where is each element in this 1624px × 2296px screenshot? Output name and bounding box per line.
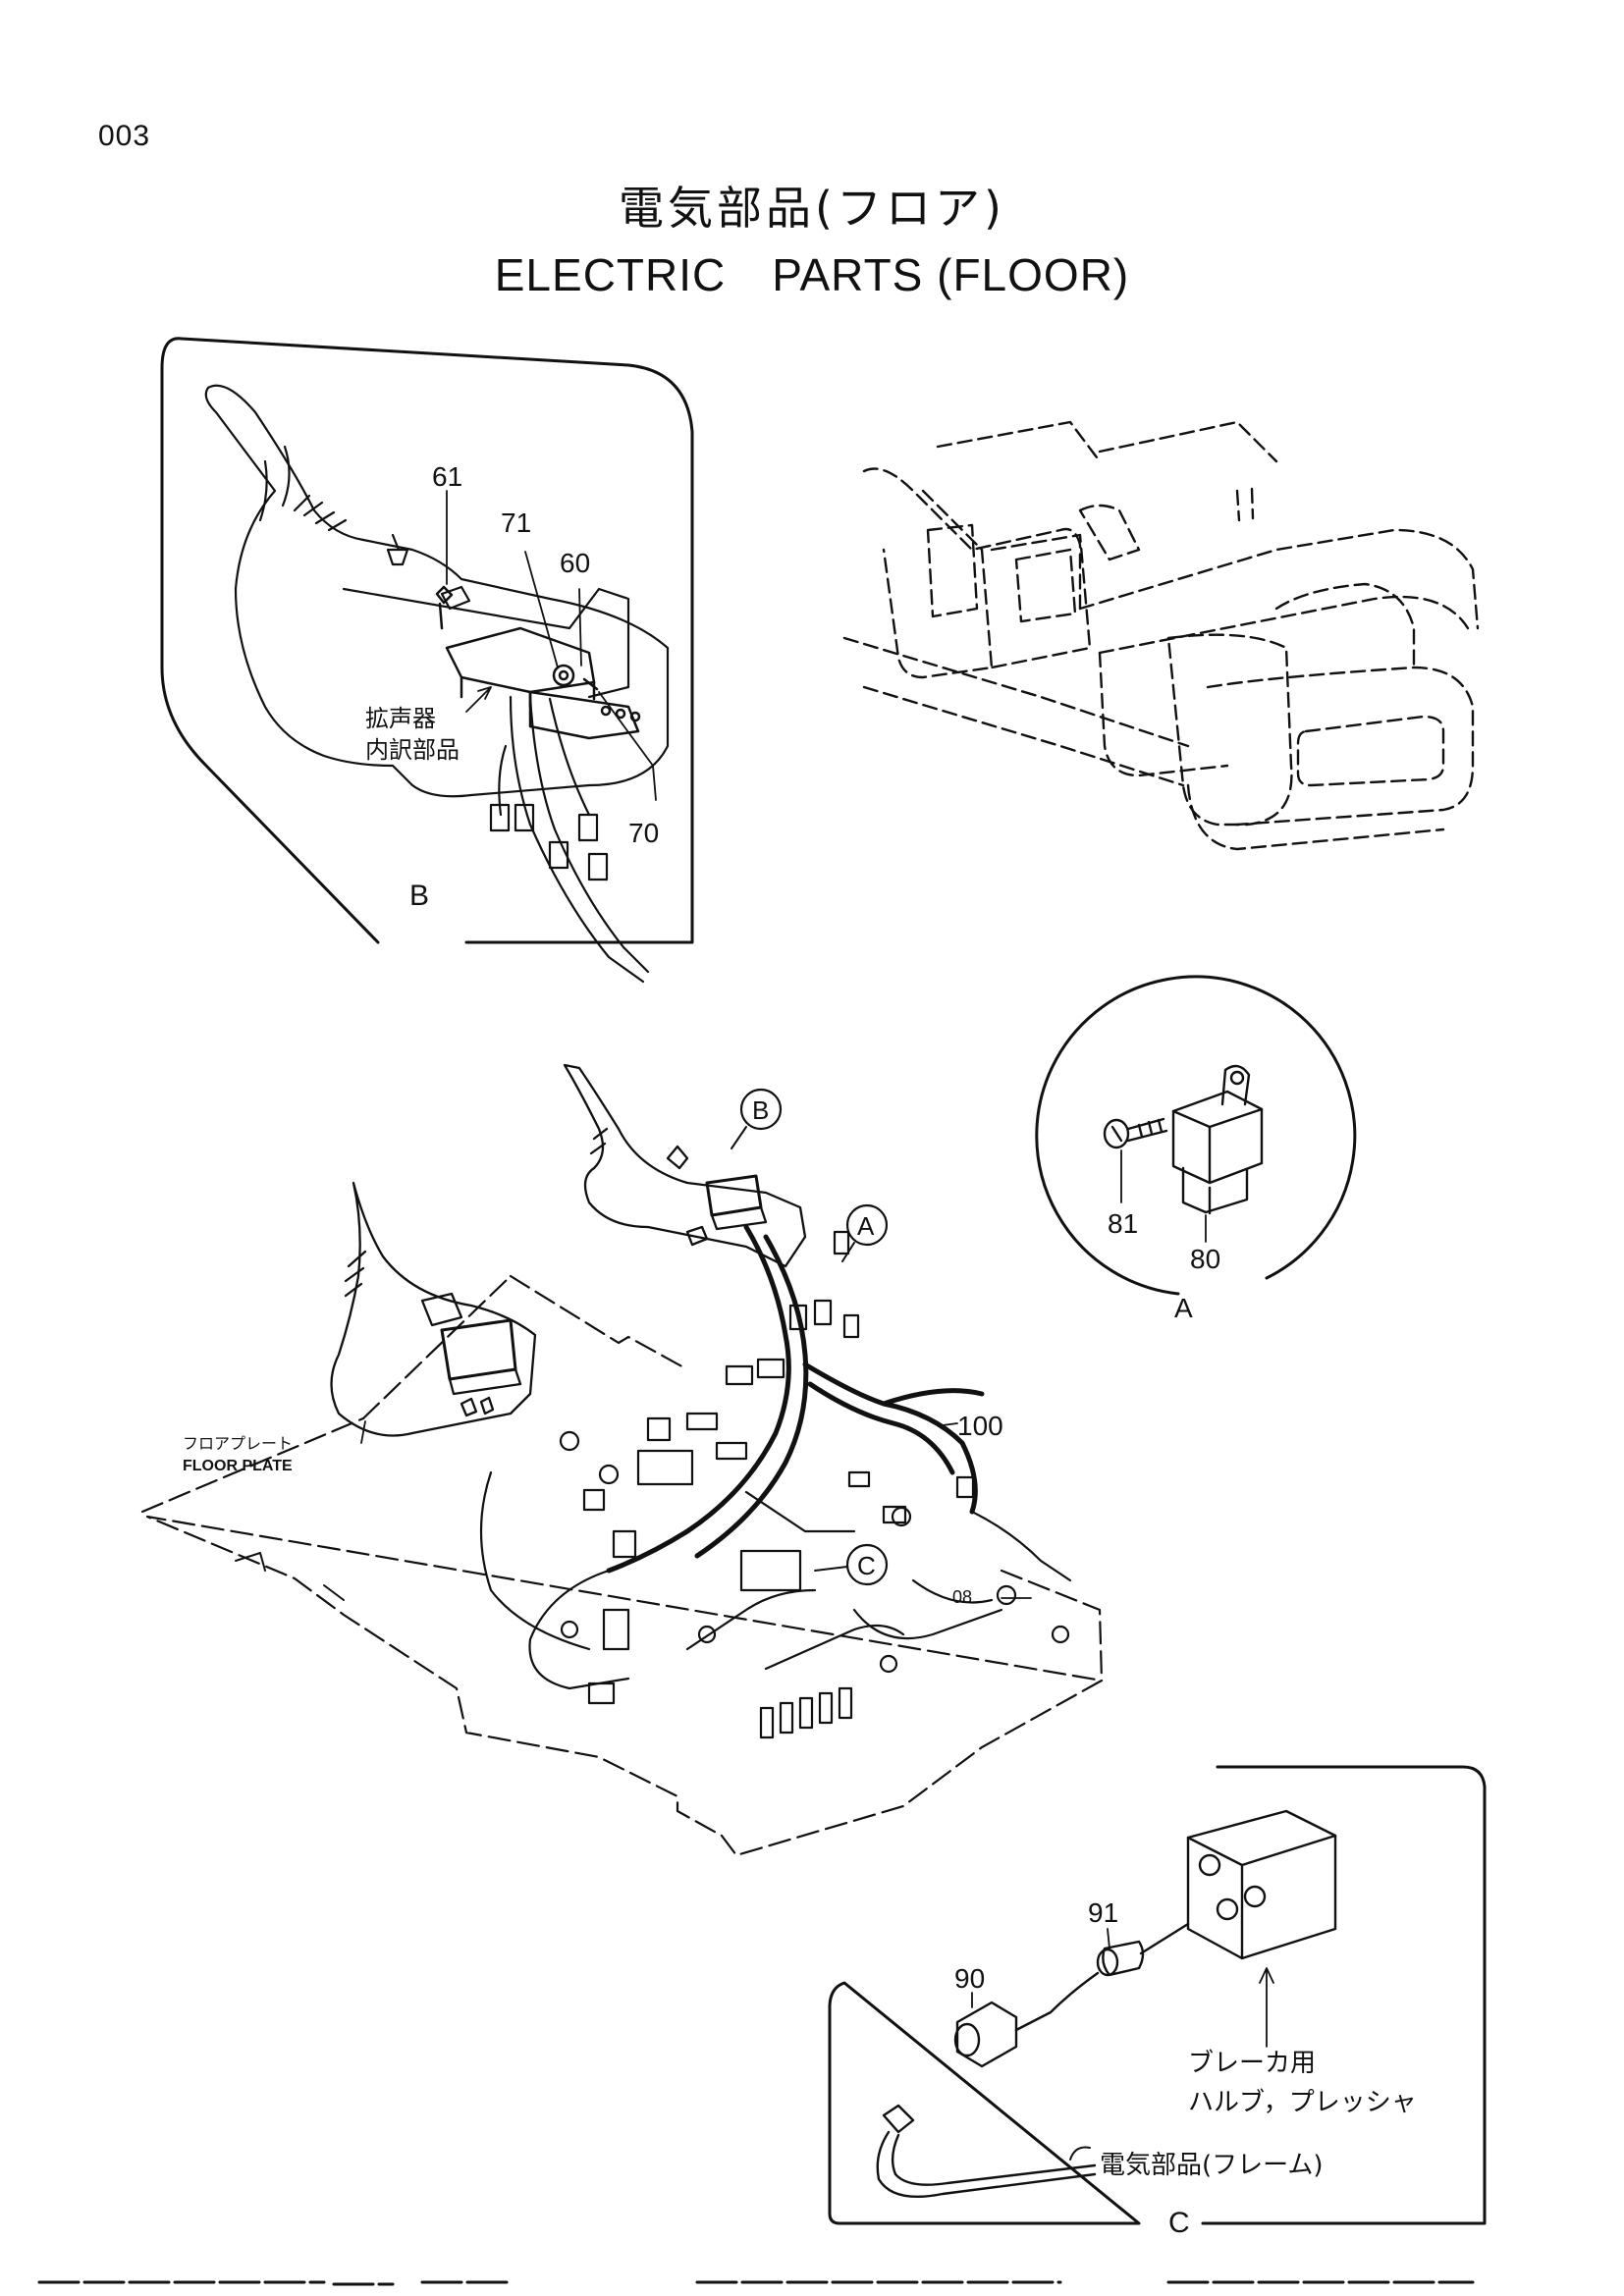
detail-a-panel: A 81 80 (1035, 975, 1357, 1323)
loudspeaker-assembly (435, 585, 641, 740)
reference-marker-b: B (731, 1088, 783, 1149)
detail-c-border (828, 1765, 1487, 2225)
valve-note-line1: ブレーカ用 (1188, 2049, 1316, 2078)
page-number: 003 (98, 120, 151, 152)
callout-90: 90 (954, 1963, 985, 1994)
detail-c-panel: C (828, 1765, 1487, 2239)
loudspeaker-note-line1: 拡声器 (365, 705, 436, 732)
harness-connectors (559, 1230, 1070, 1739)
loudspeaker-note-line2: 内訳部品 (365, 736, 460, 764)
callout-81: 81 (1108, 1208, 1138, 1239)
valve-note-line2: ハルブ，プレッシャ (1188, 2088, 1417, 2117)
floor-plate-outline (140, 1274, 1104, 1857)
main-assembly-view: B A C 100 08 フロアプレート FLOOR PLATE (140, 1063, 1104, 1857)
frame-electric-parts-note: 電気部品(フレーム) (1100, 2151, 1324, 2180)
pressure-switch-91 (1096, 1922, 1190, 1977)
screw-drawing (1103, 1117, 1168, 1149)
callout-91: 91 (1088, 1897, 1118, 1928)
main-view-leaders (360, 1420, 1032, 1599)
detail-c-label: C (1168, 2207, 1190, 2239)
relay-drawing (1171, 1064, 1264, 1215)
pressure-switch-90 (953, 1971, 1100, 2068)
callout-100: 100 (957, 1411, 1003, 1441)
callout-60: 60 (560, 548, 590, 578)
reference-marker-c: C (814, 1543, 889, 1586)
detail-c-wiring (876, 2104, 1097, 2198)
svg-text:C: C (857, 1551, 876, 1580)
valve-box-drawing (1186, 1809, 1337, 1960)
right-console-drawing (563, 1063, 807, 1268)
svg-text:B: B (752, 1095, 769, 1125)
callout-71: 71 (501, 507, 531, 538)
floor-plate-label-english: FLOOR PLATE (183, 1458, 293, 1474)
page-title-japanese: 電気部品(フロア) (619, 182, 1005, 235)
floor-plate-label-japanese: フロアプレート (183, 1434, 293, 1453)
detail-c-leaders (971, 1928, 1274, 2048)
left-console-drawing (330, 1181, 537, 1437)
excavator-overview-drawing (842, 420, 1480, 851)
page-title-english: ELECTRIC PARTS (FLOOR) (494, 249, 1130, 300)
detail-b-leaders (446, 490, 657, 801)
secondary-wiring (479, 1470, 1072, 1690)
detail-a-label: A (1174, 1293, 1193, 1323)
svg-text:A: A (857, 1211, 875, 1241)
callout-08: 08 (952, 1587, 972, 1607)
detail-b-label: B (409, 880, 429, 912)
detail-b-harness (489, 695, 650, 984)
detail-b-panel: B (160, 337, 694, 984)
detail-b-border (160, 337, 694, 944)
callout-70: 70 (628, 818, 659, 848)
callout-61: 61 (432, 461, 462, 492)
reference-marker-a: A (841, 1203, 889, 1262)
bottom-edge-marks (37, 2280, 1475, 2286)
seat-console-drawing (204, 384, 670, 798)
callout-80: 80 (1190, 1244, 1220, 1274)
main-harness (606, 1224, 985, 1574)
detail-a-border (1035, 975, 1357, 1296)
